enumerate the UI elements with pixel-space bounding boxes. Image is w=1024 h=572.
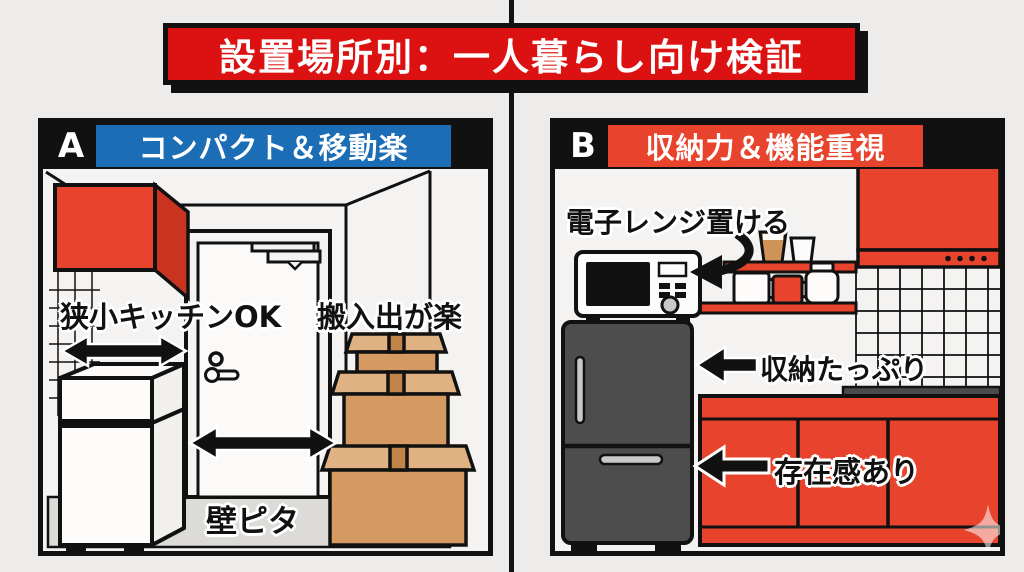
small-fridge-illustration [58,360,186,551]
panel-b-label: 収納力＆機能重視 [645,131,886,165]
panel-a-header: A コンパクト＆移動楽 [43,123,488,169]
panel-a-scene: 狭小キッチンOK 搬入出が楽 壁ピタ [43,169,488,551]
sparkle-icon [964,504,1000,551]
door-closer [250,241,322,271]
annotation-storage: 収納たっぷり [760,353,929,386]
annotation-wall-fit: 壁ピタ [206,504,299,540]
shelf-items [732,230,840,305]
wall-cabinet-illustration [53,181,190,302]
microwave-window [586,262,650,306]
microwave-display [657,261,688,278]
panel-b-letter: B [570,126,596,166]
panel-b-scene: 電子レンジ置ける 収納たっぷり 存在感あり [555,169,1000,551]
large-fridge-illustration [561,320,694,551]
panel-a-label-bar: コンパクト＆移動楽 [96,125,451,167]
clearance-arrow-icon [187,424,339,462]
white-mug [732,271,771,305]
microwave-knob [660,295,680,315]
door-peephole [208,351,224,367]
room-a-illustration [45,169,477,551]
orange-mug [771,274,804,305]
kitchen-b-illustration [561,169,1000,551]
panel-a: A コンパクト＆移動楽 [38,118,493,556]
glass [789,236,816,264]
jar [804,269,840,305]
range-hood-illustration [856,169,1000,269]
microwave-illustration [574,250,702,322]
cardboard-boxes-illustration [319,332,477,547]
title-banner: 設置場所別：一人暮らし向け検証 [163,23,860,85]
presence-arrow-icon [692,444,771,488]
panel-b-label-bar: 収納力＆機能重視 [608,125,923,167]
panel-a-letter: A [57,126,85,166]
tile-wall-b [855,267,1000,388]
panel-b: B 収納力＆機能重視 [550,118,1005,556]
annotation-presence: 存在感あり [774,455,920,489]
annotation-easy-move: 搬入出が楽 [317,300,463,334]
width-arrow-icon [59,333,189,369]
panel-b-header: B 収納力＆機能重視 [555,123,1000,169]
annotation-microwave: 電子レンジ置ける [566,206,791,239]
annotation-kitchen-ok: 狭小キッチンOK [60,300,282,334]
panel-a-label: コンパクト＆移動楽 [138,131,409,165]
door-illustration [184,229,332,499]
curved-arrow-icon [690,230,754,289]
door-handle [204,367,240,383]
center-divider-line [509,0,514,572]
storage-arrow-icon [694,344,759,386]
page-title: 設置場所別：一人暮らし向け検証 [219,36,804,79]
